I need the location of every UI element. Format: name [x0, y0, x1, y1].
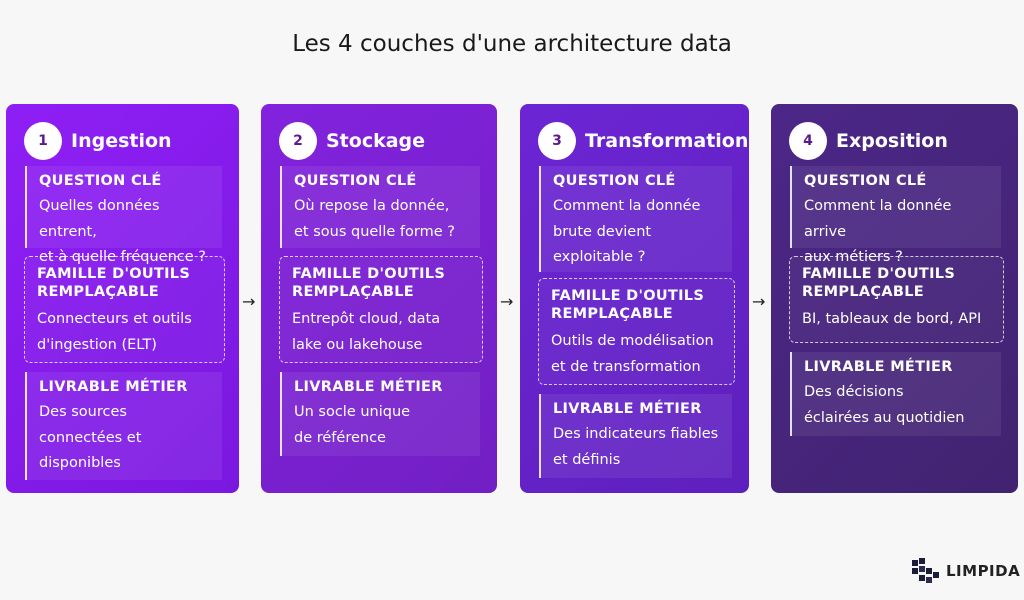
question-text: Quelles données entrent, et à quelle fré…: [39, 198, 206, 265]
tools-label: FAMILLE D'OUTILS REMPLAÇABLE: [37, 266, 191, 300]
tools-text: Connecteurs et outils d'ingestion (ELT): [37, 311, 192, 353]
tools-label: FAMILLE D'OUTILS REMPLAÇABLE: [551, 288, 705, 322]
deliverable-section: LIVRABLE MÉTIER Un socle unique de référ…: [280, 372, 480, 456]
deliverable-text: Des décisions éclairées au quotidien: [804, 384, 965, 426]
deliverable-label: LIVRABLE MÉTIER: [804, 359, 953, 375]
tools-label: FAMILLE D'OUTILS REMPLAÇABLE: [292, 266, 446, 300]
flow-arrow: →: [500, 292, 514, 311]
question-label: QUESTION CLÉ: [804, 173, 927, 189]
layer-number-badge: 4: [789, 122, 827, 160]
deliverable-label: LIVRABLE MÉTIER: [39, 379, 188, 395]
layer-title: Stockage: [326, 130, 426, 152]
layer-header: 1 Ingestion: [24, 122, 172, 160]
layer-title: Ingestion: [71, 130, 172, 152]
layer-title: Exposition: [836, 130, 948, 152]
layer-title: Transformation: [585, 130, 749, 152]
layer-header: 4 Exposition: [789, 122, 948, 160]
tools-section: FAMILLE D'OUTILS REMPLAÇABLE BI, tableau…: [789, 256, 1004, 343]
question-label: QUESTION CLÉ: [294, 173, 417, 189]
tools-section: FAMILLE D'OUTILS REMPLAÇABLE Connecteurs…: [24, 256, 225, 363]
limpida-logo-icon: [912, 558, 939, 583]
flow-arrow: →: [242, 292, 256, 311]
question-text: Comment la donnée arrive aux métiers ?: [804, 198, 952, 265]
flow-arrow: →: [752, 292, 766, 311]
question-section: QUESTION CLÉ Comment la donnée brute dev…: [539, 166, 732, 272]
deliverable-section: LIVRABLE MÉTIER Des décisions éclairées …: [790, 352, 1001, 436]
limpida-logo: LIMPIDA: [912, 558, 1020, 584]
layer-card-stockage: 2 Stockage QUESTION CLÉ Où repose la don…: [261, 104, 497, 493]
tools-text: BI, tableaux de bord, API: [802, 311, 982, 327]
layer-header: 2 Stockage: [279, 122, 425, 160]
tools-section: FAMILLE D'OUTILS REMPLAÇABLE Entrepôt cl…: [279, 256, 483, 363]
logo-text: LIMPIDA: [946, 562, 1021, 580]
layer-card-exposition: 4 Exposition QUESTION CLÉ Comment la don…: [771, 104, 1018, 493]
deliverable-label: LIVRABLE MÉTIER: [553, 401, 702, 417]
question-section: QUESTION CLÉ Quelles données entrent, et…: [25, 166, 222, 265]
question-text: Où repose la donnée, et sous quelle form…: [294, 198, 455, 240]
layer-number-badge: 3: [538, 122, 576, 160]
deliverable-text: Un socle unique de référence: [294, 404, 411, 446]
deliverable-label: LIVRABLE MÉTIER: [294, 379, 443, 395]
tools-label: FAMILLE D'OUTILS REMPLAÇABLE: [802, 266, 956, 300]
deliverable-section: LIVRABLE MÉTIER Des sources connectées e…: [25, 372, 222, 480]
layer-card-ingestion: 1 Ingestion QUESTION CLÉ Quelles données…: [6, 104, 239, 493]
deliverable-text: Des sources connectées et disponibles: [39, 404, 142, 471]
question-label: QUESTION CLÉ: [39, 173, 162, 189]
question-section: QUESTION CLÉ Comment la donnée arrive au…: [790, 166, 1001, 265]
tools-text: Entrepôt cloud, data lake ou lakehouse: [292, 311, 441, 353]
deliverable-section: LIVRABLE MÉTIER Des indicateurs fiables …: [539, 394, 732, 478]
page-title: Les 4 couches d'une architecture data: [292, 31, 732, 57]
layer-card-transformation: 3 Transformation QUESTION CLÉ Comment la…: [520, 104, 749, 493]
question-text: Comment la donnée brute devient exploita…: [553, 198, 701, 265]
tools-section: FAMILLE D'OUTILS REMPLAÇABLE Outils de m…: [538, 278, 735, 385]
question-section: QUESTION CLÉ Où repose la donnée, et sou…: [280, 166, 480, 248]
layer-number-badge: 2: [279, 122, 317, 160]
tools-text: Outils de modélisation et de transformat…: [551, 333, 714, 375]
layer-header: 3 Transformation: [538, 122, 748, 160]
deliverable-text: Des indicateurs fiables et définis: [553, 426, 719, 468]
layer-number-badge: 1: [24, 122, 62, 160]
question-label: QUESTION CLÉ: [553, 173, 676, 189]
